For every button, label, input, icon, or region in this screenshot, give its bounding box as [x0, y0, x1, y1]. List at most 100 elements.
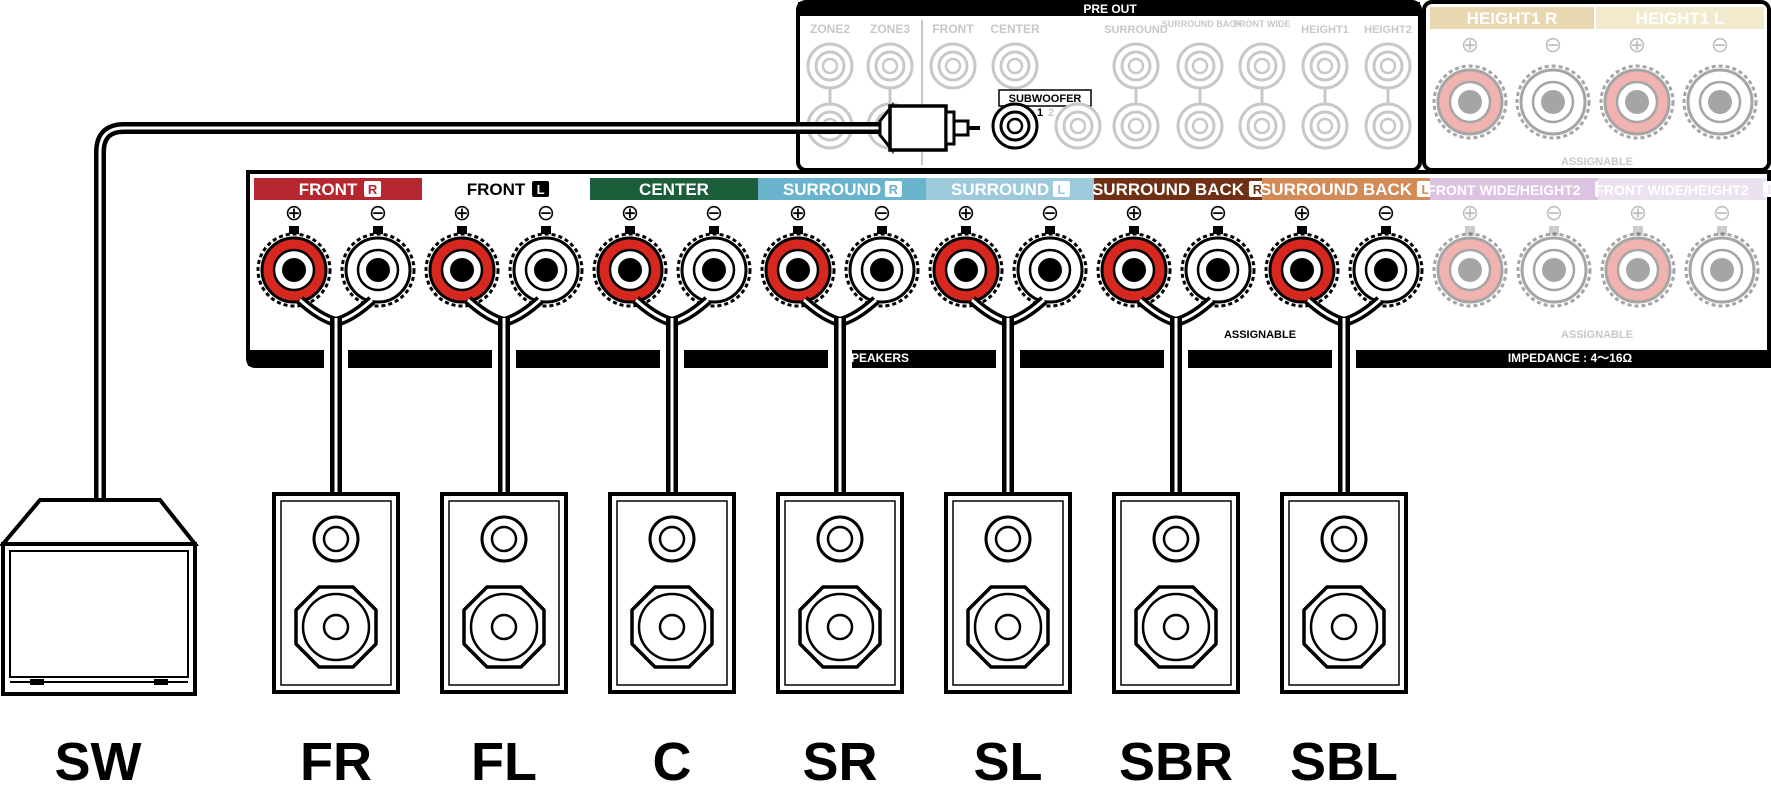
minus-symbol: ⊖ — [1041, 200, 1059, 225]
plus-symbol: ⊕ — [789, 200, 807, 225]
channel-header-bg — [1094, 178, 1262, 200]
pre-out-jack — [806, 42, 854, 90]
positive-terminal — [424, 232, 500, 308]
plus-symbol: ⊕ — [1628, 32, 1646, 57]
pre-out-jack — [1112, 42, 1160, 90]
negative-terminal — [1516, 232, 1592, 308]
plus-symbol: ⊕ — [1629, 200, 1647, 225]
channel-header-label: FRONT — [299, 180, 358, 199]
terminal-pair-4: ⊕⊖ — [928, 200, 1088, 308]
terminal-pair-8: ⊕⊖ — [1600, 200, 1760, 308]
side-badge-letter: L — [537, 182, 545, 197]
channel-header-label: FRONT WIDE/HEIGHT2 — [1427, 182, 1580, 198]
height-positive-terminal — [1599, 64, 1675, 140]
pre-out-title: PRE OUT — [1083, 2, 1137, 16]
terminal-pair-7: ⊕⊖ — [1432, 200, 1592, 308]
minus-symbol: ⊖ — [537, 200, 555, 225]
terminal-pair-2: ⊕⊖ — [592, 200, 752, 308]
pre-out-jack — [1301, 102, 1349, 150]
pre-out-jack — [1364, 42, 1412, 90]
pre-out-label-height1: HEIGHT1 — [1301, 24, 1349, 36]
minus-symbol: ⊖ — [1545, 200, 1563, 225]
height-assignable: ASSIGNABLE — [1561, 156, 1633, 168]
channel-header-label: SURROUND — [951, 180, 1049, 199]
pre-out-jack — [929, 42, 977, 90]
channel-header-bg — [590, 178, 758, 200]
subwoofer-jack-1 — [991, 102, 1039, 150]
subwoofer-jack-num-2: 2 — [1048, 107, 1054, 119]
pre-out-label-zone2: ZONE2 — [810, 22, 850, 36]
side-badge — [1248, 181, 1266, 197]
channel-header-bg — [926, 178, 1094, 200]
side-badge-letter: L — [1421, 182, 1429, 197]
speaker-box-sr — [776, 492, 904, 694]
speaker-label-sbl: SBL — [1290, 732, 1398, 792]
channel-header-bg — [1262, 178, 1430, 200]
pre-out-jack — [866, 42, 914, 90]
plus-symbol: ⊕ — [1461, 200, 1479, 225]
side-badge — [1052, 181, 1070, 197]
terminal-pair-1: ⊕⊖ — [424, 200, 584, 308]
speaker-label-fl: FL — [471, 732, 537, 792]
height1-r-label: HEIGHT1 R — [1467, 9, 1558, 28]
positive-terminal — [1600, 232, 1676, 308]
speaker-label-sl: SL — [973, 732, 1042, 792]
positive-terminal — [592, 232, 668, 308]
pre-out-label-center: CENTER — [990, 22, 1040, 36]
terminal-pair-6: ⊕⊖ — [1264, 200, 1424, 308]
channel-header-label: FRONT — [467, 180, 526, 199]
speaker-box-fl — [440, 492, 568, 694]
speaker-box-sbl — [1280, 492, 1408, 694]
minus-symbol: ⊖ — [1711, 32, 1729, 57]
negative-terminal — [1684, 232, 1760, 308]
channel-header-2: CENTER — [590, 178, 758, 200]
channel-header-bg — [1598, 178, 1766, 200]
plus-symbol: ⊕ — [285, 200, 303, 225]
plus-symbol: ⊕ — [621, 200, 639, 225]
subwoofer-jack-label: SUBWOOFER — [1009, 93, 1082, 105]
channel-header-label: CENTER — [639, 180, 709, 199]
negative-terminal — [340, 232, 416, 308]
channel-header-label: FRONT WIDE/HEIGHT2 — [1595, 182, 1748, 198]
speaker-box-c — [608, 492, 736, 694]
pre-out-jack — [1176, 102, 1224, 150]
speaker-label-fr: FR — [300, 732, 372, 792]
positive-terminal — [1432, 232, 1508, 308]
minus-symbol: ⊖ — [1209, 200, 1227, 225]
pre-out-jack — [1176, 42, 1224, 90]
plus-symbol: ⊕ — [1293, 200, 1311, 225]
minus-symbol: ⊖ — [705, 200, 723, 225]
speaker-cables — [296, 296, 1384, 494]
pre-out-jack — [1301, 42, 1349, 90]
height-panel: HEIGHT1 R HEIGHT1 L ⊕⊖⊕⊖ ASSIGNABLE — [1422, 0, 1771, 172]
pre-out-jack — [991, 42, 1039, 90]
height-negative-terminal — [1682, 64, 1758, 140]
speaker-label-sw: SW — [55, 732, 142, 792]
channel-header-label: SURROUND BACK — [1260, 180, 1413, 199]
positive-terminal — [1096, 232, 1172, 308]
negative-terminal — [1348, 232, 1424, 308]
height-negative-terminal — [1515, 64, 1591, 140]
channel-header-label: SURROUND BACK — [1092, 180, 1245, 199]
impedance-label: IMPEDANCE : 4～16Ω — [1508, 351, 1633, 365]
speaker-boxes — [272, 492, 1408, 694]
pre-out-jack — [1238, 102, 1286, 150]
minus-symbol: ⊖ — [873, 200, 891, 225]
minus-symbol: ⊖ — [1544, 32, 1562, 57]
negative-terminal — [1012, 232, 1088, 308]
height-positive-terminal — [1432, 64, 1508, 140]
positive-terminal — [256, 232, 332, 308]
side-badge-letter: R — [889, 182, 899, 197]
channel-header-6: SURROUND BACK L — [1260, 178, 1434, 200]
channel-header-7: FRONT WIDE/HEIGHT2R — [1427, 178, 1613, 200]
subwoofer-jack-num-1: 1 — [1037, 107, 1043, 119]
speaker-box-sl — [944, 492, 1072, 694]
minus-symbol: ⊖ — [369, 200, 387, 225]
negative-terminal — [508, 232, 584, 308]
channel-header-bg — [758, 178, 926, 200]
